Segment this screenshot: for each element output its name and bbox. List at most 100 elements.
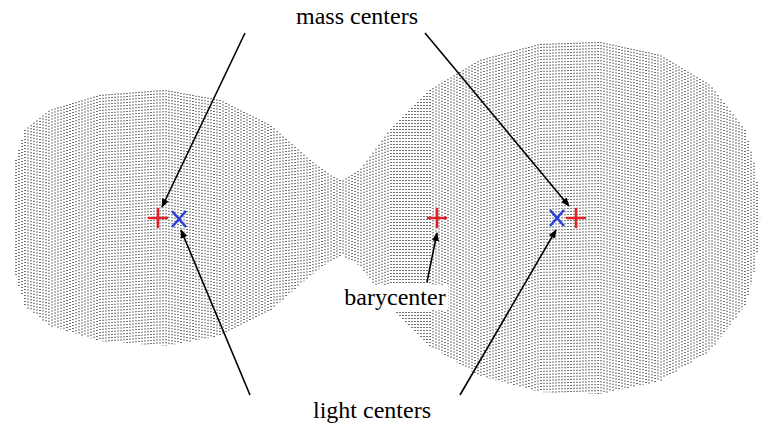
mesh-column [330,176,331,261]
mesh-column [246,114,247,323]
mesh-column [51,109,52,326]
mesh-column [285,139,286,297]
mesh-column [303,155,304,282]
mesh-column [264,123,265,314]
plus-mark [427,208,447,228]
mesh-column [111,94,112,342]
mesh-column [714,91,715,344]
mesh-column [459,72,460,364]
mesh-column [483,59,484,377]
mesh-column [525,48,526,389]
mesh-column [738,122,739,313]
mesh-column [225,103,226,333]
mesh-column [468,67,469,370]
mesh-column [204,97,205,338]
mesh-column [108,94,109,341]
mesh-column [135,92,136,344]
mesh-column [90,98,91,339]
mesh-column [630,49,631,388]
mesh-column [60,107,61,330]
mesh-column [171,91,172,344]
mesh-column [543,44,544,392]
mesh-column [195,96,196,341]
mesh-column [309,160,310,276]
mesh-column [201,97,202,340]
mesh-column [255,118,256,318]
mesh-column [648,53,649,384]
mesh-column [279,134,280,303]
mesh-column [36,120,37,315]
mesh-column [381,141,382,296]
mesh-column [531,46,532,390]
mesh-column [492,57,493,380]
mesh-column [240,111,241,326]
mesh-column [69,104,70,332]
mesh-column [312,162,313,274]
mesh-column [717,95,718,340]
mesh-column [276,131,277,305]
mesh-column [345,179,346,258]
mesh-column [663,57,664,378]
mesh-column [678,66,679,369]
mesh-column [510,52,511,385]
mesh-column [333,177,334,259]
mesh-column [474,63,475,373]
mesh-column [144,92,145,345]
mesh-column [54,109,55,328]
mesh-column [237,109,238,327]
mesh-column [354,173,355,263]
mesh-column [21,140,22,296]
annotation-label: light centers [310,398,434,423]
mesh-column [747,141,748,295]
mesh-column [390,129,391,307]
mesh-column [339,180,340,256]
mesh-column [120,93,121,342]
mesh-column [537,45,538,392]
mesh-column [657,55,658,382]
mesh-column [612,45,613,391]
mesh-column [471,65,472,371]
mesh-column [639,51,640,386]
mesh-column [546,44,547,392]
mesh-column [192,95,193,341]
mesh-column [48,111,49,325]
mesh-column [594,42,595,394]
mesh-column [504,53,505,382]
mesh-column [597,42,598,394]
mesh-column [324,171,325,265]
mesh-column [105,95,106,342]
mesh-column [363,165,364,272]
mesh-column [498,55,499,381]
mesh-column [123,93,124,343]
mesh-column [624,47,625,388]
mesh-column [603,43,604,393]
mesh-column [729,111,730,326]
mesh-column [282,136,283,299]
mesh-column [756,182,757,254]
mesh-column [222,102,223,335]
mesh-column [66,105,67,331]
mesh-column [750,152,751,284]
mesh-column [387,133,388,304]
mesh-column [42,116,43,321]
mesh-column [357,171,358,265]
mesh-column [681,68,682,368]
mesh-column [270,126,271,310]
mesh-column [258,120,259,317]
mesh-column [291,144,292,292]
mesh-column [735,118,736,317]
mesh-column [489,57,490,378]
mesh-column [726,107,727,329]
mesh-column [321,169,322,267]
mesh-column [261,121,262,315]
mesh-column [684,70,685,366]
mesh-column [78,101,79,334]
mesh-column [315,165,316,272]
mesh-column [93,97,94,339]
mesh-column [81,100,82,335]
mesh-column [126,93,127,343]
mesh-column [243,112,244,324]
mesh-column [732,115,733,322]
